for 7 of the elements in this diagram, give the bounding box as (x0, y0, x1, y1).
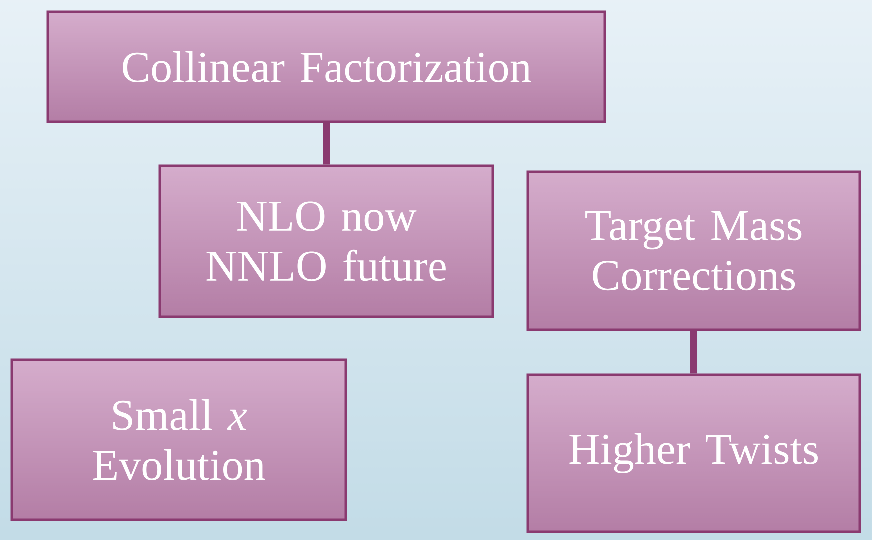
text-box: Small x Evolution (10, 358, 348, 522)
text-box: Collinear Factorization (46, 10, 606, 124)
connector-line (323, 123, 330, 165)
text-box: Higher Twists (526, 374, 862, 534)
text-box: NLO now NNLO future (158, 164, 494, 318)
text-box: Target Mass Corrections (526, 170, 862, 332)
connector-line (690, 331, 698, 374)
